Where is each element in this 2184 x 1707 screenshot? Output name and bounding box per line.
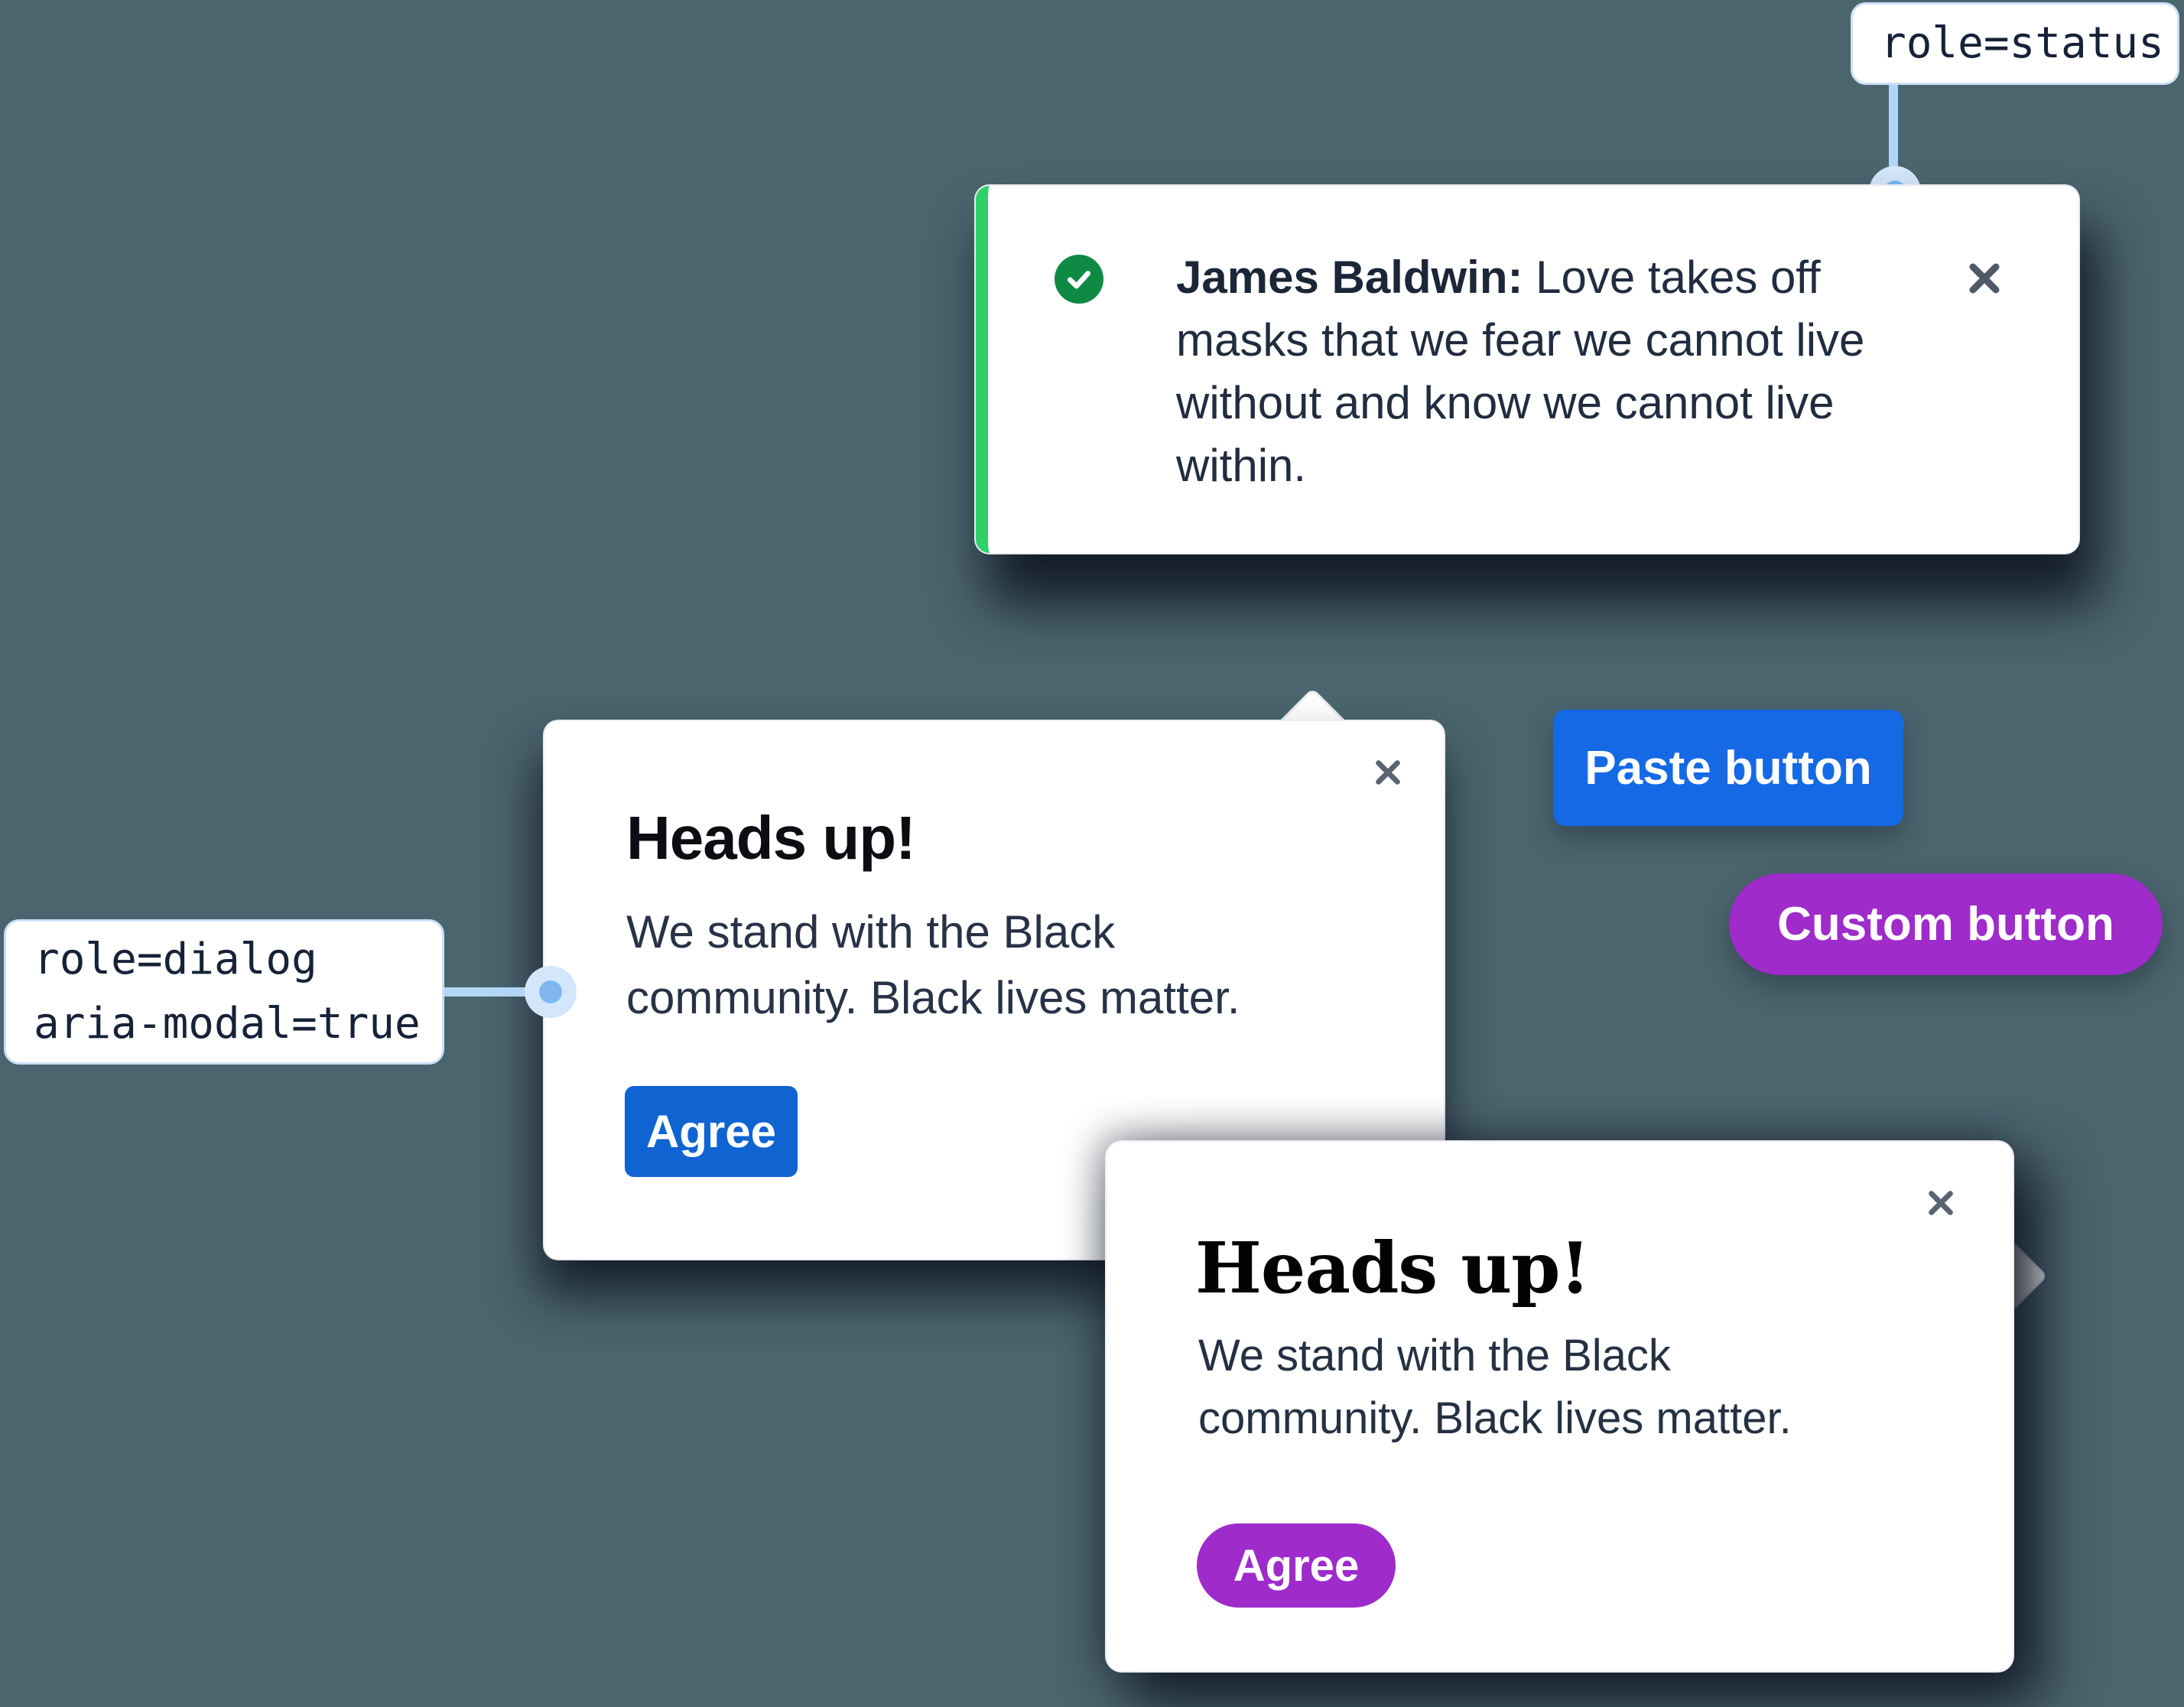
toast-message: James Baldwin: Love takes off masks that… [1176,246,1903,497]
classic-dialog-title: Heads up! [1195,1227,1591,1309]
dialog-role-text-line1: role=dialog [34,935,317,984]
dialog-anchor-dot [525,966,577,1018]
dialog-connector-line [440,987,529,997]
toast-quote: Love takes off masks that we fear we can… [1176,252,1865,491]
custom-button[interactable]: Custom button [1729,873,2163,975]
toast-author: James Baldwin: [1176,252,1523,303]
check-circle-icon [1055,255,1103,304]
classic-dialog-body: We stand with the Black community. Black… [1198,1331,1792,1443]
status-role-label: role=status [1851,2,2179,85]
dialog-anchor-dot-core [539,980,562,1003]
dialog-role-label: role=dialog aria-modal=true [4,919,444,1065]
status-role-text: role=status [1880,18,2164,68]
modern-dialog-body: We stand with the Black community. Black… [626,906,1240,1023]
close-icon[interactable] [1371,756,1405,789]
modern-dialog-title: Heads up! [626,804,916,872]
toast-notification [976,186,2078,553]
close-icon[interactable] [1924,1186,1958,1220]
agree-button-custom[interactable]: Agree [1197,1523,1396,1608]
dialog-role-text-line2: aria-modal=true [34,999,421,1049]
agree-button[interactable]: Agree [625,1086,798,1177]
paste-button[interactable]: Paste button [1553,710,1903,826]
close-icon[interactable] [1965,259,2004,298]
